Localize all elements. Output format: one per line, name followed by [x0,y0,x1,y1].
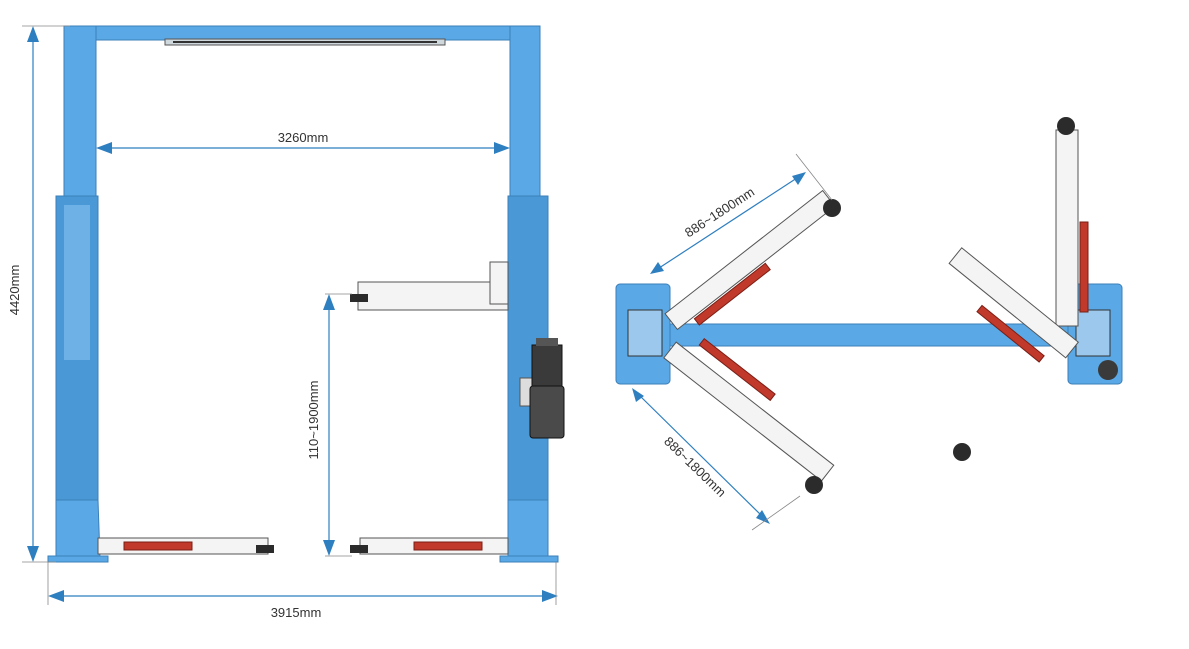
arm-reach-upper-extension [795,153,833,201]
left-post-base [55,499,101,559]
left-post-upper [63,25,97,202]
inner-width-label: 3260mm [278,130,329,145]
left-upper-arm-foot [823,199,841,217]
motor-cap [536,338,558,346]
right-baseplate [499,555,559,563]
arm-reach-lower-extension [751,495,801,531]
right-lower-arm [948,247,1079,363]
outer-width-arrow-left [48,590,64,602]
electric-motor [531,344,563,388]
outer-width-arrow-right [542,590,558,602]
right-arm-foot [350,545,368,553]
inner-width-arrow-left [96,142,112,154]
arm-reach-upper-line [655,175,801,271]
right-column-top [1075,309,1111,357]
left-post-panel [64,205,90,360]
left-lower-arm-foot [805,476,823,494]
right-raised-arm [357,281,509,311]
left-column-top [627,309,663,357]
top-view: 886~1800mm 886~1800mm [615,117,1123,531]
lift-range-label: 110~1900mm [306,381,321,460]
lift-range-arrow-top [323,294,335,310]
arm-reach-upper-label: 886~1800mm [682,184,757,240]
height-arrow-top [27,26,39,42]
left-baseplate [47,555,109,563]
outer-width-label: 3915mm [271,605,322,620]
front-view: 4420mm 3260mm 3915mm 110~1900mm [7,25,565,620]
right-upper-arm-foot [1057,117,1075,135]
arm-reach-lower-label: 886~1800mm [661,434,729,500]
left-upper-arm [664,189,836,331]
left-arm-foot [256,545,274,553]
inner-width-arrow-right [494,142,510,154]
motor-top-icon [1098,360,1118,380]
arm-reach-lower-arrow-end [756,510,770,524]
overall-height-label: 4420mm [7,265,22,316]
arm-reach-upper-arrow-start [650,262,664,274]
right-raised-arm-bracket [489,261,509,305]
left-arm-pad [123,541,193,551]
right-upper-arm-pad [1079,221,1089,313]
right-upper-arm [1055,129,1079,327]
left-lower-arm [663,337,835,482]
right-lower-arm-foot [953,443,971,461]
arm-reach-lower-line [635,391,765,519]
raised-arm-foot [350,294,368,302]
right-post-upper [509,25,541,202]
right-arm-pad [413,541,483,551]
arm-reach-lower-arrow-start [632,388,644,402]
height-arrow-bottom [27,546,39,562]
overhead-bar-rail [173,41,437,43]
top-crossbeam [71,25,539,41]
arm-reach-upper-arrow-end [792,172,806,185]
lift-range-arrow-bottom [323,540,335,556]
right-post-base [507,499,549,559]
hydraulic-tank [529,385,565,439]
